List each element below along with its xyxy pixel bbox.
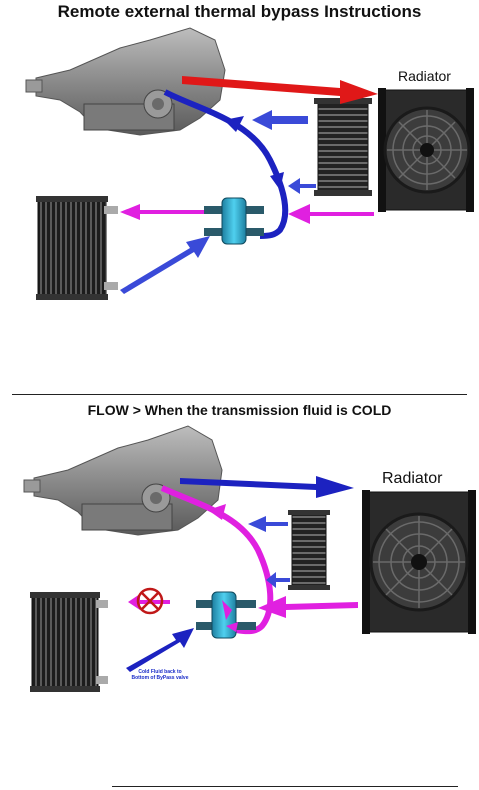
oil-cooler-icon [288, 510, 330, 590]
bypass-valve-icon [196, 591, 256, 639]
bypass-flow-arrow [120, 204, 204, 220]
radiator-fan-icon [362, 490, 476, 634]
bypass-flow-arrow [288, 204, 374, 224]
bottom-divider [112, 786, 458, 787]
radiator-fan-icon [378, 88, 474, 212]
bypass-flow-arrow [258, 596, 358, 618]
blue-arrow [266, 572, 290, 588]
bypass-arrowhead [208, 504, 226, 520]
section-divider [12, 394, 467, 395]
blue-arrow [252, 110, 308, 130]
blue-arrow [126, 628, 194, 672]
cold-fluid-note: Cold Fluid back to Bottom of ByPass valv… [131, 669, 189, 681]
return-arrowhead [224, 116, 244, 132]
blue-arrow [248, 516, 288, 532]
radiator-label: Radiator [382, 470, 443, 487]
transmission-icon [25, 27, 226, 136]
no-flow-icon [128, 587, 170, 615]
return-arrowhead [270, 172, 284, 190]
oil-cooler-icon [30, 592, 108, 692]
bypass-valve-icon [204, 197, 264, 245]
radiator-label: Radiator [398, 68, 451, 84]
diagram-title-top: Remote external thermal bypass Instructi… [57, 2, 422, 21]
diagram-title-bottom: FLOW > When the transmission fluid is CO… [87, 402, 392, 418]
oil-cooler-icon [314, 98, 372, 196]
blue-arrow [120, 236, 210, 294]
return-line-arrow [180, 476, 354, 498]
bypass-line [160, 485, 274, 635]
blue-arrow [288, 178, 316, 194]
oil-cooler-icon [36, 196, 118, 300]
hot-line-arrow [182, 76, 378, 104]
